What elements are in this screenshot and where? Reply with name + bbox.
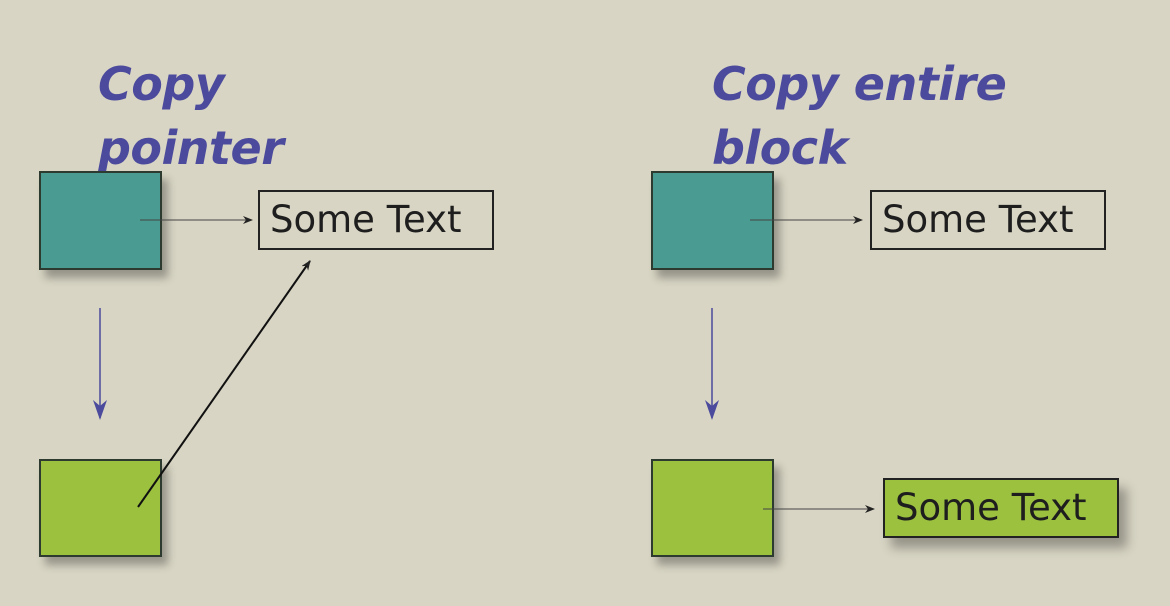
right-title: Copy entire block	[712, 52, 1007, 180]
left-copy-arrowhead-icon	[93, 400, 107, 420]
right-copy-arrowhead-icon	[705, 400, 719, 420]
left-copied-pointer-block	[39, 459, 162, 557]
right-text-box-original: Some Text	[870, 190, 1106, 250]
right-title-line1: Copy entire	[712, 57, 1007, 111]
right-copied-pointer-block	[651, 459, 774, 557]
left-title-line2: pointer	[98, 121, 284, 175]
left-title-line1: Copy	[98, 57, 225, 111]
right-text-box-copy: Some Text	[883, 478, 1119, 538]
left-title: Copy pointer	[98, 52, 284, 180]
right-title-line2: block	[712, 121, 848, 175]
left-text-box: Some Text	[258, 190, 494, 250]
left-shared-pointer-arrow	[137, 260, 311, 508]
